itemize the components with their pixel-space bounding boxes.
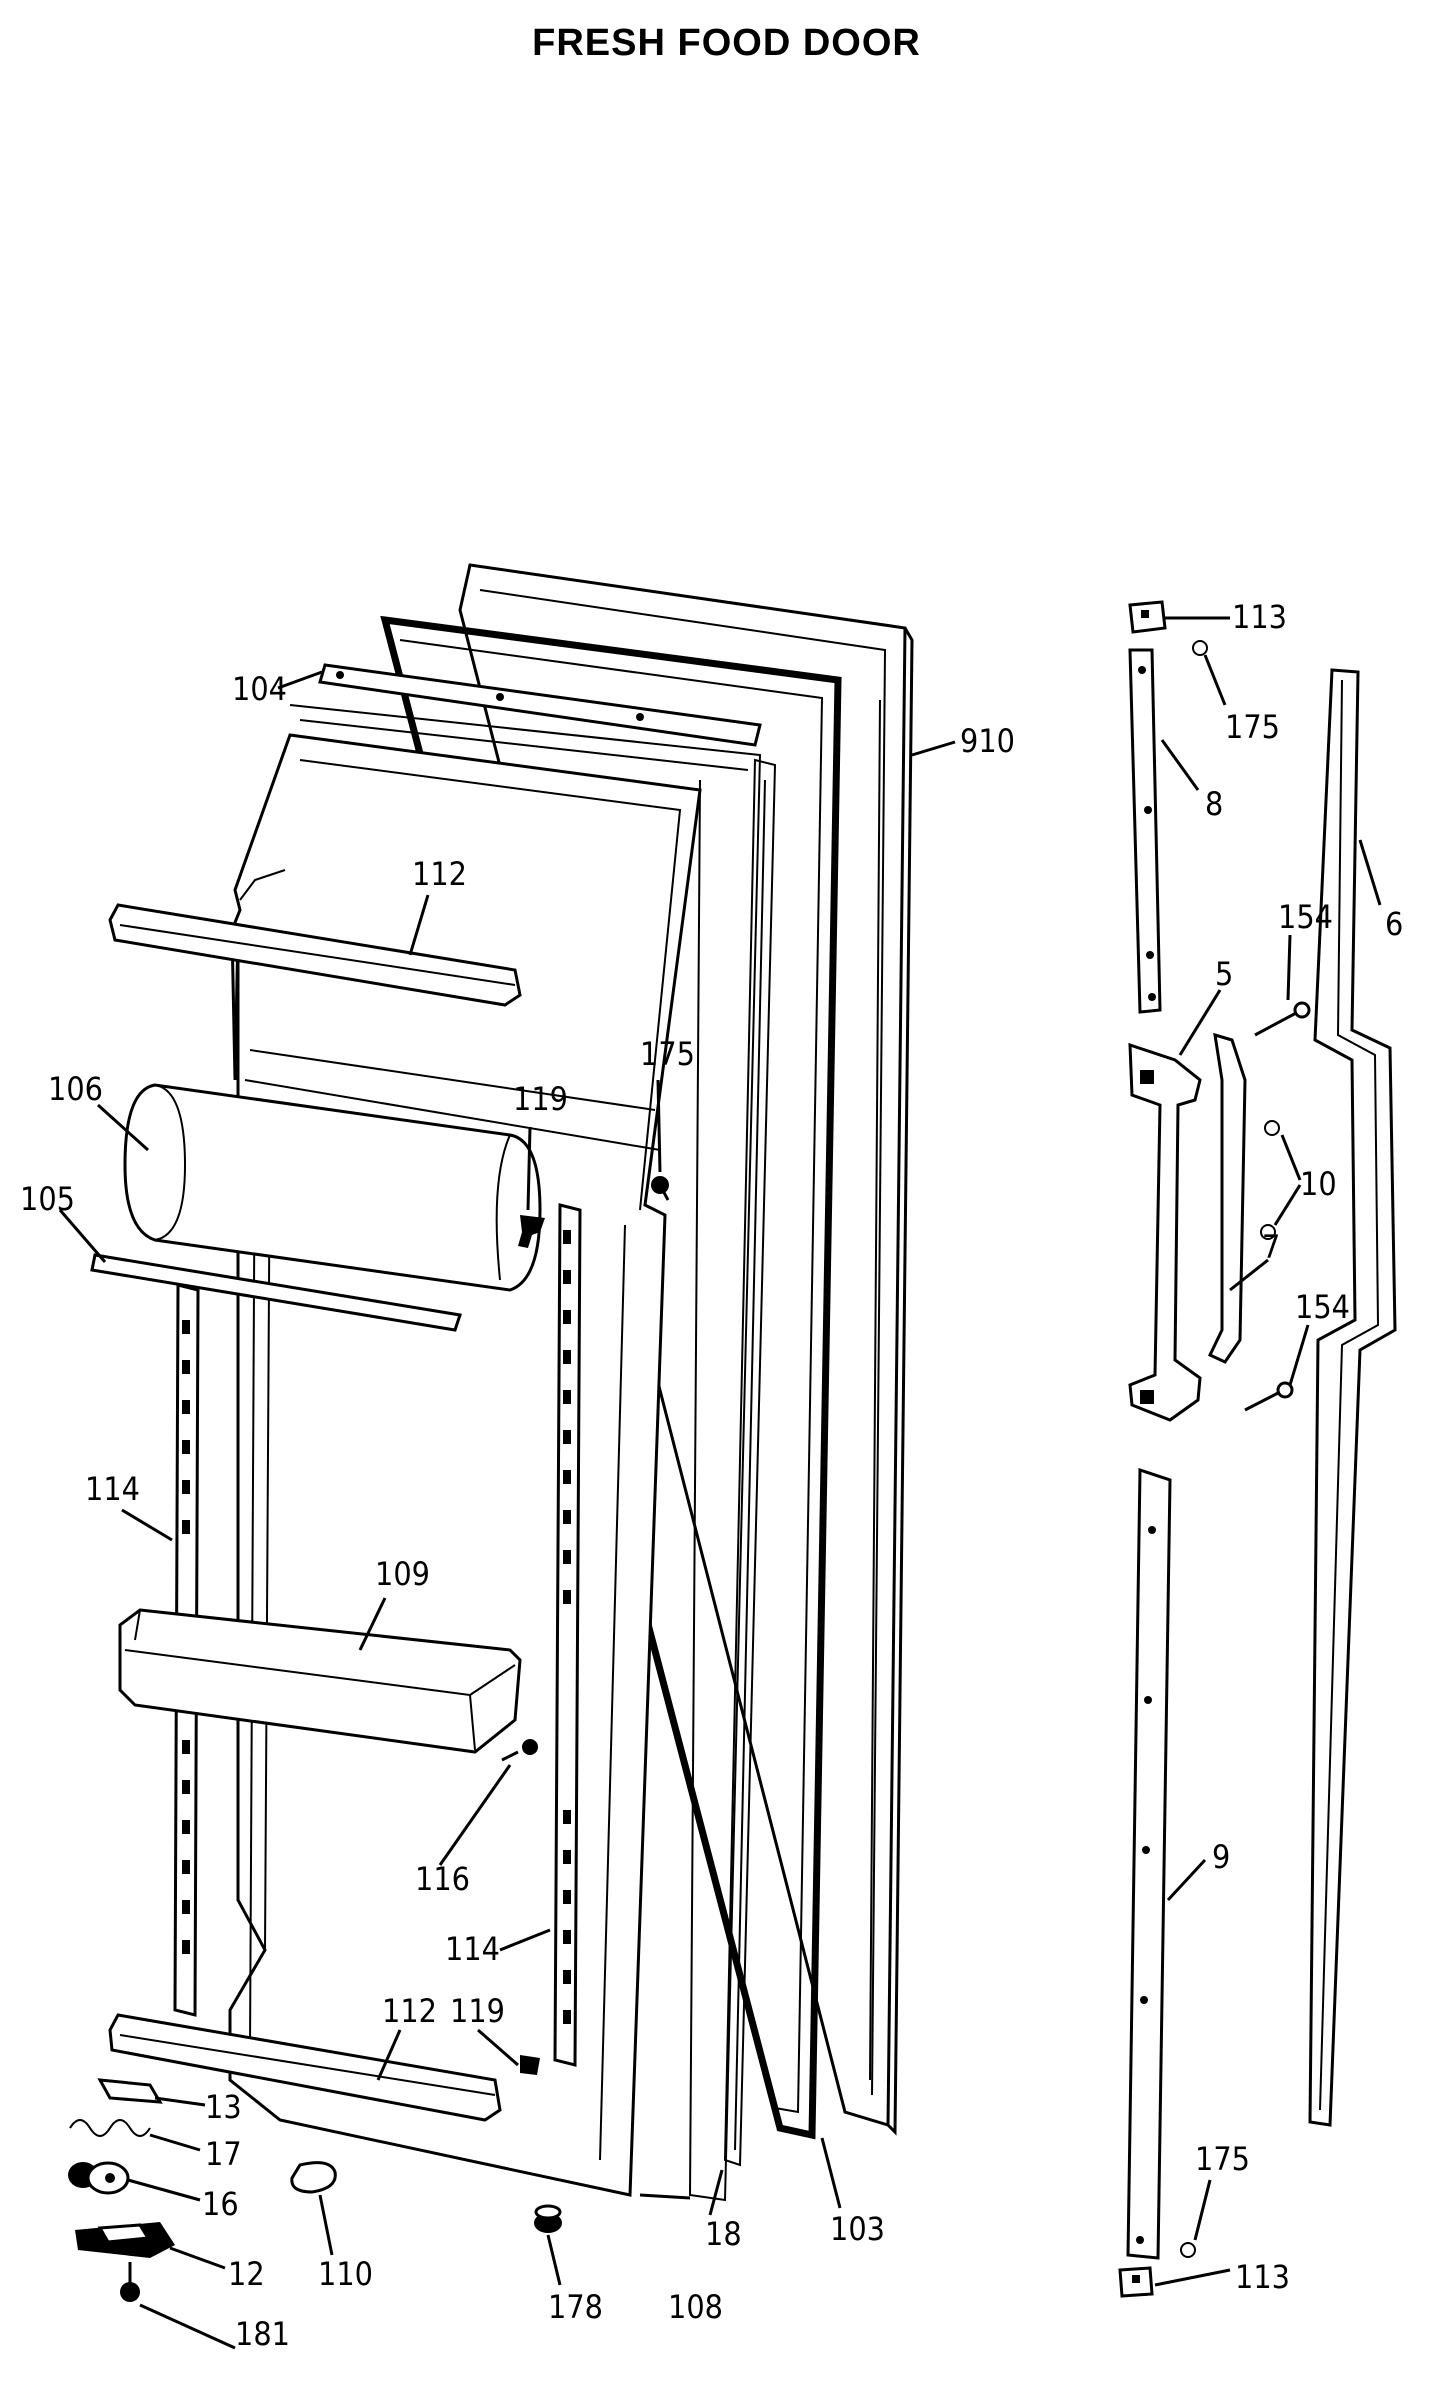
cam-16	[68, 2161, 130, 2195]
handle-insert	[1207, 1032, 1247, 1364]
label-119-lower: 119	[450, 1992, 505, 2030]
spring-17	[69, 2119, 151, 2137]
label-8: 8	[1205, 785, 1223, 823]
label-113-upper: 113	[1232, 598, 1287, 636]
leader-lines	[58, 616, 1382, 2350]
screw-175-upper	[1192, 640, 1208, 656]
right-shelf-support	[553, 1203, 582, 2067]
hinge-12	[75, 2222, 175, 2258]
part-labels: 104 112 106 105 119 175 114 109 116 114 …	[20, 598, 1403, 2353]
label-104: 104	[232, 670, 287, 708]
plate-13	[97, 2078, 163, 2104]
top-strip	[318, 663, 762, 747]
screw-116	[501, 1739, 538, 1762]
label-5: 5	[1215, 955, 1233, 993]
cam-110	[290, 2161, 337, 2194]
upper-shelf-bar	[108, 903, 522, 1007]
label-109: 109	[375, 1555, 430, 1593]
right-hardware	[1118, 600, 1397, 2298]
dairy-door	[90, 1253, 462, 1332]
side-trim-strip	[1308, 668, 1397, 2127]
label-106: 106	[48, 1070, 103, 1108]
label-114-right: 114	[445, 1930, 500, 1968]
label-154-lower: 154	[1295, 1288, 1350, 1326]
label-13: 13	[205, 2088, 242, 2126]
label-7: 7	[1262, 1228, 1280, 1266]
label-18: 18	[705, 2215, 742, 2253]
end-cap-113-lower	[1118, 2266, 1154, 2298]
label-119-upper: 119	[513, 1080, 568, 1118]
label-12: 12	[228, 2255, 265, 2293]
label-112-upper: 112	[412, 855, 467, 893]
diagram-title: FRESH FOOD DOOR	[532, 22, 921, 64]
door-bin	[118, 1608, 522, 1754]
label-17: 17	[205, 2135, 242, 2173]
label-154-upper: 154	[1278, 898, 1333, 936]
breaker-strip-frame	[289, 704, 762, 2202]
label-108: 108	[668, 2288, 723, 2326]
label-16: 16	[202, 2185, 239, 2223]
door-liner-rail	[723, 758, 777, 2167]
screws-10	[1260, 1120, 1280, 1240]
label-103: 103	[830, 2210, 885, 2248]
bracket-119-lower	[520, 2055, 540, 2075]
lower-shelf-bar	[108, 2013, 502, 2122]
fasteners	[68, 1176, 670, 2302]
label-6: 6	[1385, 905, 1403, 943]
label-114-left: 114	[85, 1470, 140, 1508]
label-10: 10	[1300, 1165, 1337, 1203]
bracket-119-upper	[518, 1215, 545, 1248]
right-support-slots	[563, 1230, 571, 2024]
label-112-lower: 112	[382, 1992, 437, 2030]
screw-181	[120, 2262, 140, 2302]
upper-handle-trim	[1128, 648, 1162, 1014]
label-105: 105	[20, 1180, 75, 1218]
label-910: 910	[960, 722, 1015, 760]
screw-154-lower	[1244, 1381, 1294, 1412]
label-116: 116	[415, 1860, 470, 1898]
end-cap-113-upper	[1128, 600, 1167, 634]
lower-handle-trim	[1126, 1467, 1172, 2260]
label-113-lower: 113	[1235, 2258, 1290, 2296]
label-175-upper: 175	[1225, 708, 1280, 746]
label-110: 110	[318, 2255, 373, 2293]
door-handle	[1128, 1042, 1202, 1422]
label-175-lower: 175	[1195, 2140, 1250, 2178]
label-181: 181	[235, 2315, 290, 2353]
screw-175-left	[651, 1176, 670, 1201]
screw-175-lower	[1180, 2242, 1196, 2258]
label-178: 178	[548, 2288, 603, 2326]
left-support-slots	[182, 1320, 190, 1954]
plug-178	[534, 2204, 562, 2233]
label-175-left: 175	[640, 1035, 695, 1073]
screw-154-upper	[1254, 1001, 1311, 1037]
label-9: 9	[1212, 1838, 1230, 1876]
inner-door-liner	[228, 733, 702, 2197]
